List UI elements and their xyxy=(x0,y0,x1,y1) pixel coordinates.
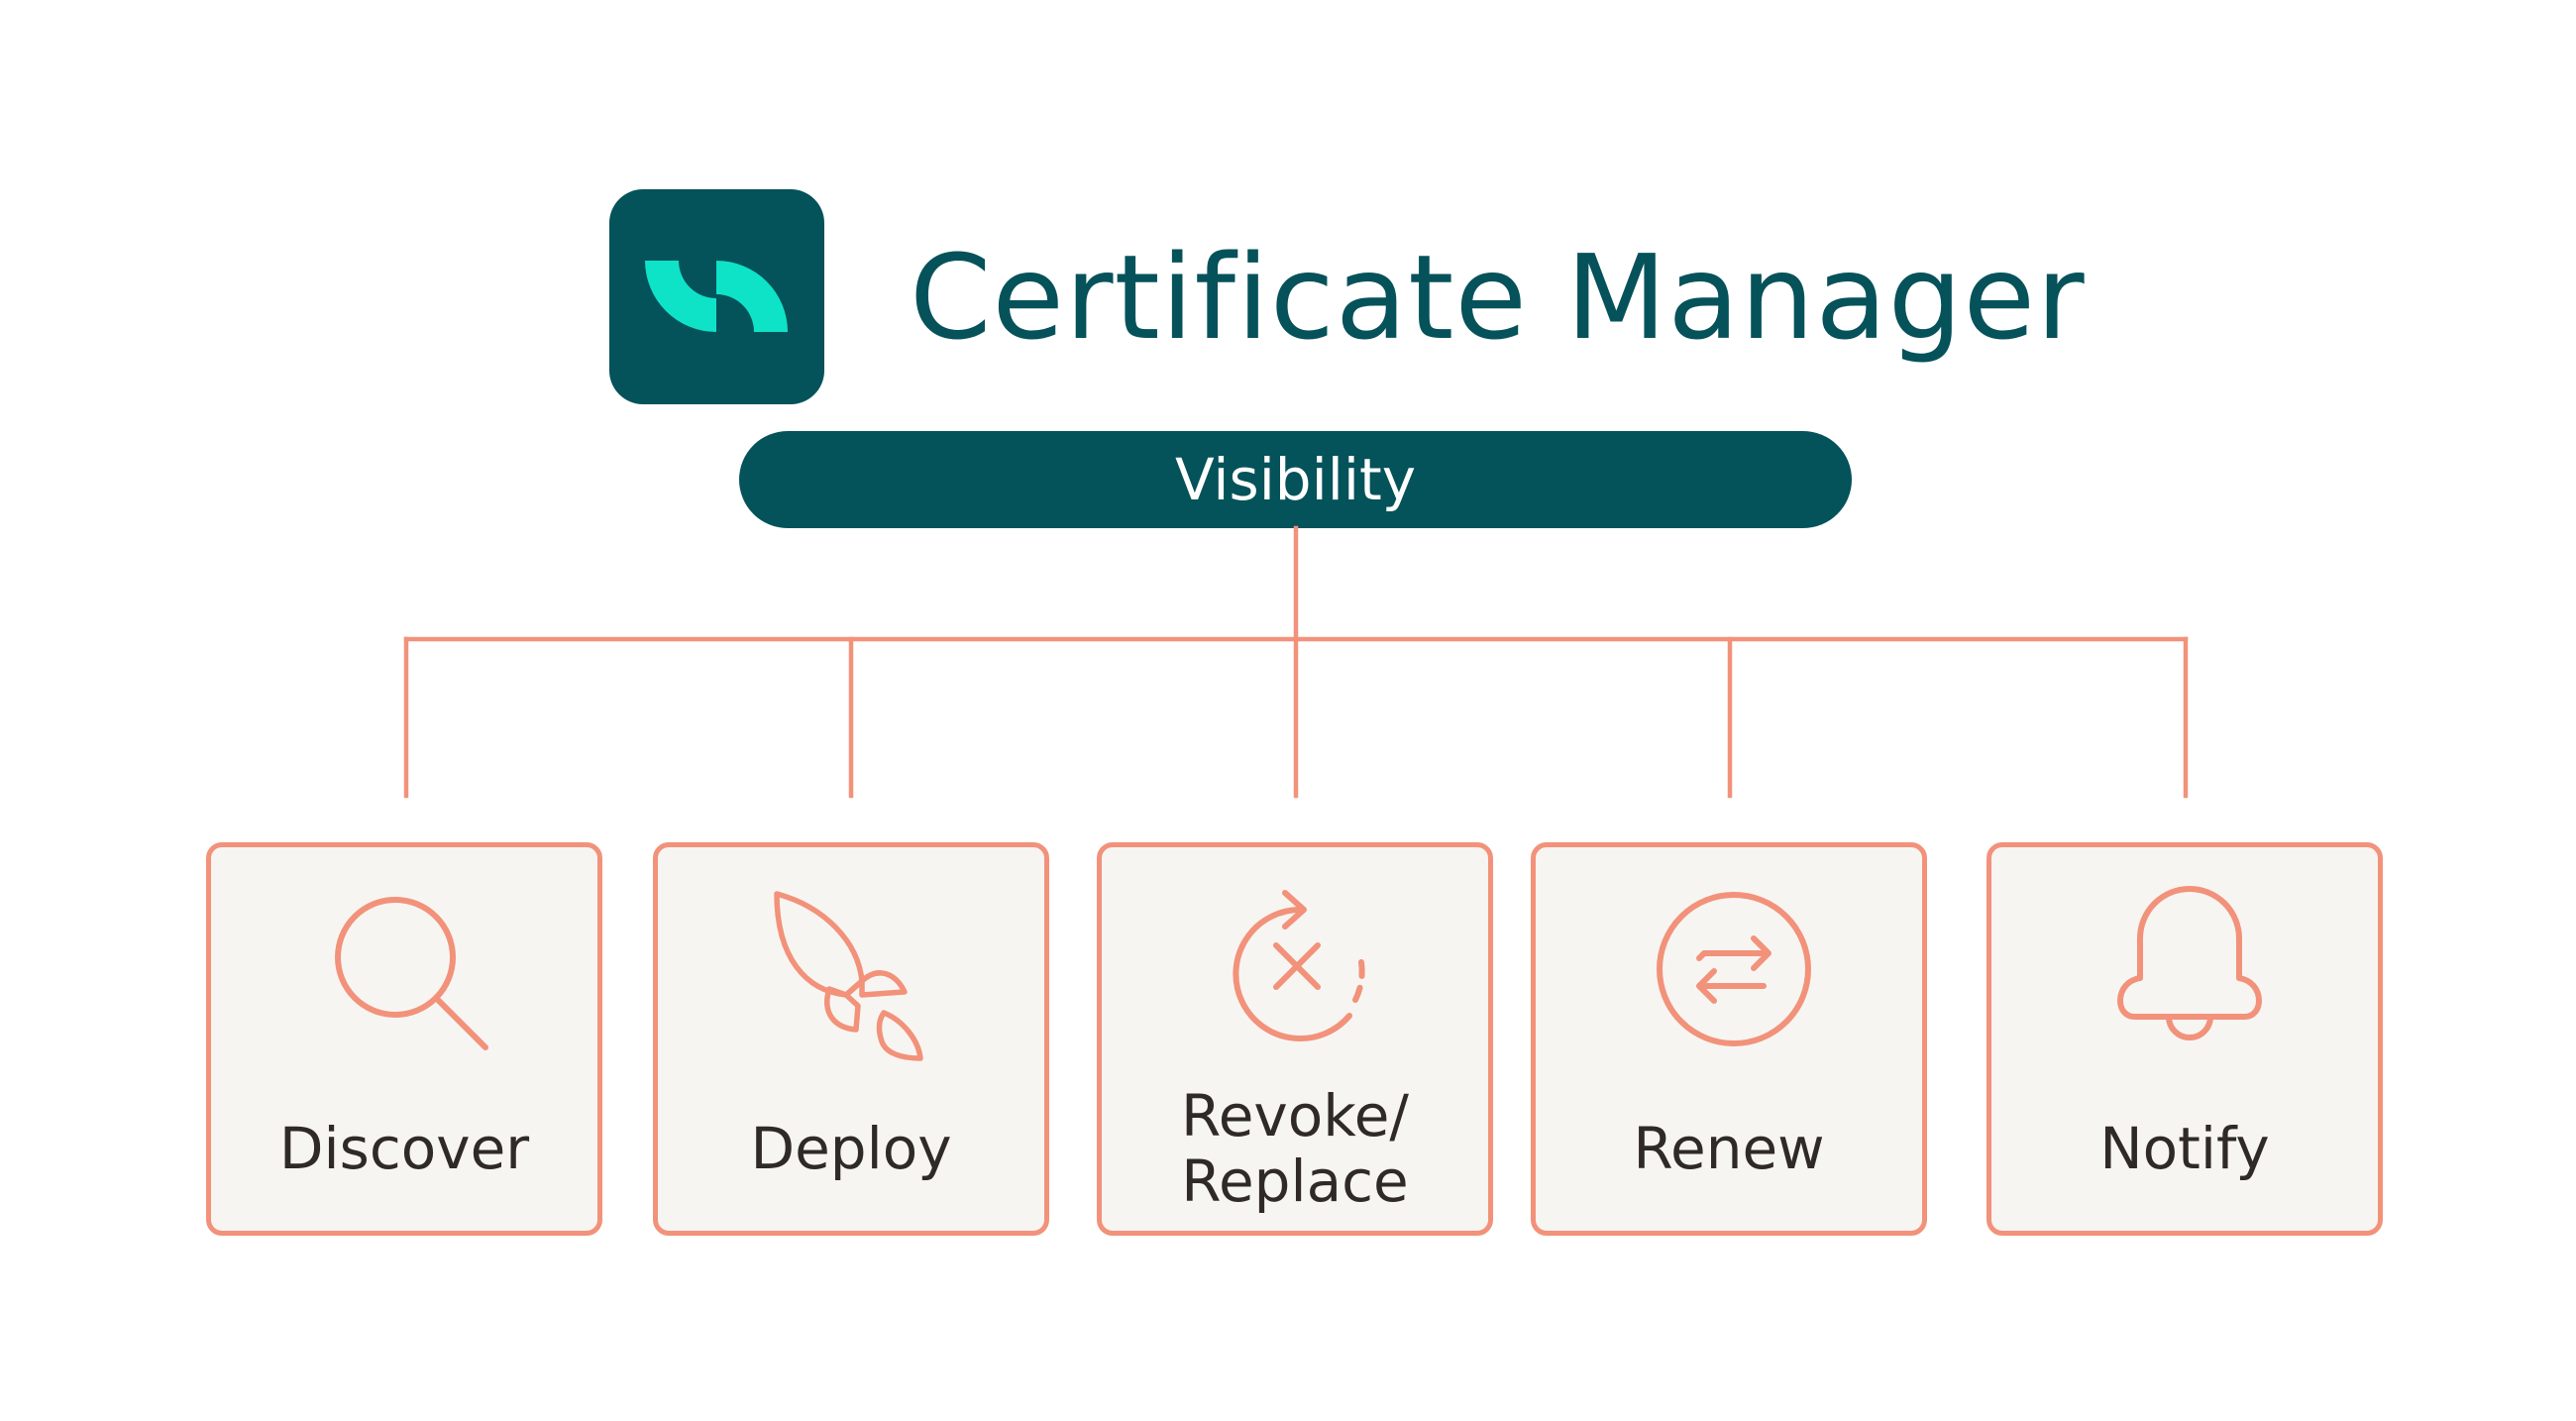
card-revoke-replace: Revoke/ Replace xyxy=(1097,842,1493,1236)
card-label-notify: Notify xyxy=(2099,1115,2270,1182)
card-deploy: Deploy xyxy=(653,842,1049,1236)
certificate-manager-logo-icon xyxy=(645,261,788,332)
card-discover: Discover xyxy=(206,842,602,1236)
card-notify: Notify xyxy=(1986,842,2383,1236)
renew-arrows-icon xyxy=(1657,892,1811,1046)
card-label-replace: Replace xyxy=(1181,1148,1409,1215)
rocket-icon xyxy=(774,891,923,1061)
card-label-discover: Discover xyxy=(278,1115,530,1182)
card-renew: Renew xyxy=(1531,842,1927,1236)
bell-icon xyxy=(2117,886,2262,1040)
app-title: Certificate Manager xyxy=(910,229,2086,366)
card-label-deploy: Deploy xyxy=(750,1115,952,1182)
card-label-revoke: Revoke/ xyxy=(1181,1082,1409,1149)
magnifier-icon xyxy=(335,897,488,1050)
app-logo xyxy=(609,189,824,404)
card-label-renew: Renew xyxy=(1633,1115,1825,1182)
visibility-node: Visibility xyxy=(739,431,1852,528)
revoke-replace-icon xyxy=(1233,890,1365,1041)
